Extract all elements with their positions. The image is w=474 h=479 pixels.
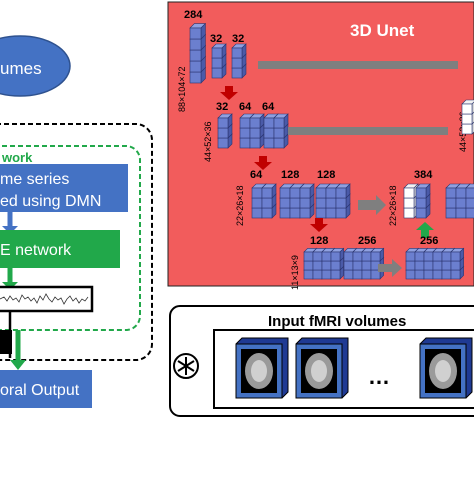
level1-down-arrow: [220, 86, 238, 100]
cubes-l3-cube: [261, 183, 277, 199]
level3-channel-c: 128: [317, 169, 335, 181]
level2-blocks: [217, 113, 289, 149]
cubes-l1-cube: [189, 22, 207, 40]
network-box-label: E network: [0, 242, 72, 259]
level1-dims: 88×104×72: [177, 66, 187, 112]
outer-dashed-box: [0, 123, 153, 361]
cubes-l2-cube: [249, 113, 265, 129]
cubes-l4-cube: [450, 247, 465, 262]
brain-volume-3: [419, 337, 473, 399]
brain-volumes: [235, 337, 473, 399]
cubes-l1-cube: [231, 43, 247, 59]
unet-panel: 3D Unet 88×104×72 284 32 32 44×52×36 32 …: [167, 1, 474, 290]
level1-skip-arrow: [258, 61, 458, 69]
level3-skip-channels: 384: [414, 169, 433, 181]
level3-skip-arrow: [358, 195, 386, 215]
level1-channel-a: 284: [184, 9, 203, 21]
level2-channel-a: 32: [216, 101, 228, 113]
level1-channel-c: 32: [232, 33, 244, 45]
level4-dims: 11×13×9: [290, 255, 300, 290]
output-connector: [0, 330, 12, 354]
level3-dims: 22×26×18: [235, 185, 245, 226]
level2-down-arrow: [254, 156, 272, 170]
level4-channel-b: 256: [358, 235, 376, 247]
input-volumes-ellipse: [0, 35, 71, 97]
input-volumes-label: umes: [0, 59, 42, 78]
level4-up-arrow: [416, 222, 434, 238]
time-series-box: [0, 164, 128, 212]
input-panel: Input fMRI volumes …: [169, 305, 474, 417]
cubes-l4-cube: [330, 247, 345, 262]
cubes-l3r-cube: [415, 183, 431, 199]
level2-dims: 44×52×36: [203, 121, 213, 162]
output-box-label: oral Output: [0, 382, 80, 399]
inner-green-dashed-box: [0, 145, 141, 331]
level3-channel-a: 64: [250, 169, 263, 181]
network-label: work: [1, 150, 33, 165]
unet-title: 3D Unet: [350, 21, 415, 40]
level4-channel-a: 128: [310, 235, 328, 247]
level2-skip-arrow: [288, 127, 448, 135]
level3-down-arrow: [310, 218, 328, 232]
level3-up-dims: 22×26×18: [388, 185, 398, 226]
level4-blocks: [303, 247, 465, 280]
brain-volume-2: [295, 337, 349, 399]
cubes-l1-cube: [211, 43, 227, 59]
volumes-ellipsis: …: [368, 364, 390, 389]
cubes-l2-cube: [273, 113, 289, 129]
input-panel-title: Input fMRI volumes: [268, 313, 406, 330]
left-panel: umes work me series ed using DMN E netwo…: [0, 35, 153, 408]
level2-decoder-blocks: [461, 99, 474, 135]
level2-channel-c: 64: [262, 101, 275, 113]
level3-channel-b: 128: [281, 169, 299, 181]
time-series-line2: ed using DMN: [0, 193, 101, 210]
level3-blocks: [251, 183, 351, 219]
level2-channel-b: 64: [239, 101, 252, 113]
convolution-asterisk: [177, 357, 195, 375]
cubes-l3r-cube: [465, 183, 474, 199]
network-box: [0, 230, 120, 268]
level4-skip-arrow: [378, 259, 402, 277]
cubes-l4-cube: [370, 247, 385, 262]
output-box: [0, 370, 92, 408]
cubes-l2-cube: [217, 113, 233, 129]
brain-volume-1: [235, 337, 289, 399]
level1-blocks: [189, 22, 247, 84]
time-series-line1: me series: [0, 171, 69, 188]
temporal-signal-trace: [0, 293, 89, 305]
level3-decoder-blocks: [403, 183, 474, 219]
cubes-l3-cube: [299, 183, 315, 199]
arrow-to-output-green-head: [10, 360, 26, 370]
level1-channel-b: 32: [210, 33, 222, 45]
cubes-l3-cube: [335, 183, 351, 199]
level4-channel-c: 256: [420, 235, 438, 247]
cubes-l2r-cube: [461, 99, 474, 115]
